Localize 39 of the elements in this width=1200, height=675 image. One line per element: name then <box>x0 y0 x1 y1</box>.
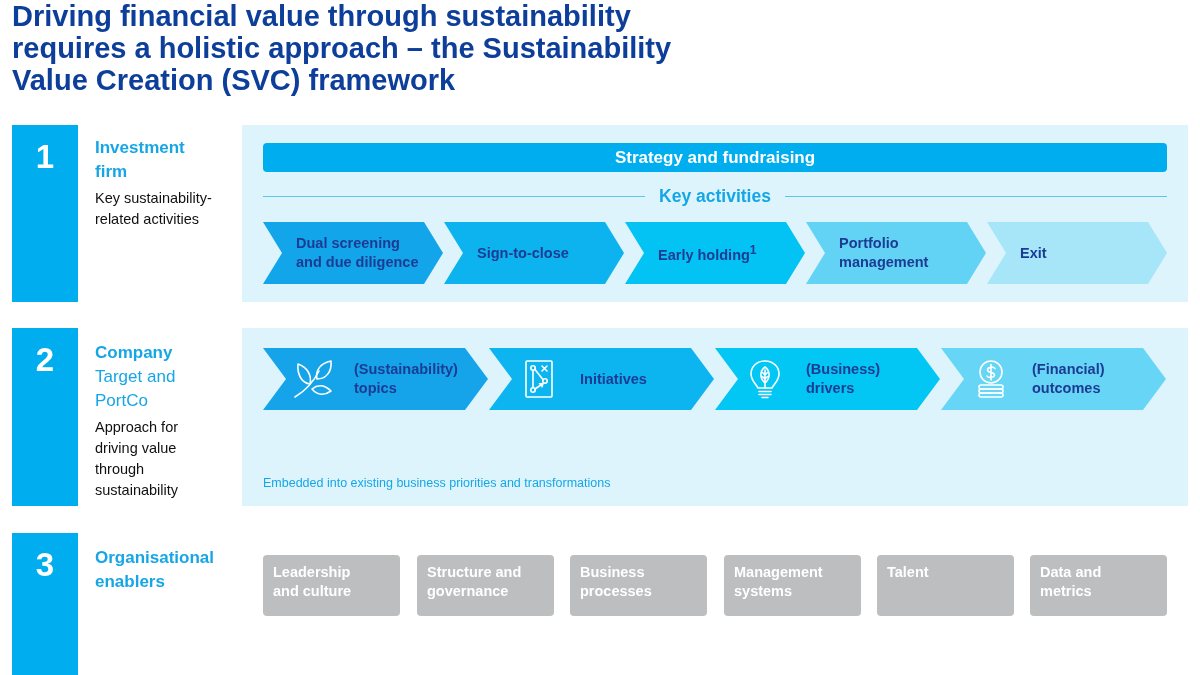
row-heading: Company <box>95 342 174 364</box>
step-label: Early holding$^{1}$ <box>658 242 758 265</box>
step-label: Portfolio management <box>839 234 930 272</box>
row-heading: Investment firm <box>95 137 186 183</box>
number-band: 2 <box>12 328 78 506</box>
step-label: Sign-to-close <box>477 243 570 263</box>
chevron-step <box>941 348 1166 410</box>
chevron-step <box>987 222 1167 284</box>
panel-note: Embedded into existing business priorities and transformations <box>263 475 611 492</box>
row-description: Key sustainability-related activities <box>95 189 213 229</box>
chevron-step <box>444 222 624 284</box>
step-label: (Business) drivers <box>806 360 882 398</box>
number-band: 3 <box>12 533 78 675</box>
chevron-step <box>263 222 443 284</box>
row-heading: Organisational enablers <box>95 547 216 593</box>
panel-background <box>242 125 1188 302</box>
step-label: Exit <box>1020 243 1048 263</box>
enabler-card: Data and metrics <box>1030 555 1167 616</box>
chevron-step <box>263 348 488 410</box>
row-description: Approach for driving value through sustainability <box>95 418 180 500</box>
chevron-step <box>625 222 805 284</box>
enabler-card: Structure and governance <box>417 555 554 616</box>
panel-background <box>242 328 1188 506</box>
number-band: 1 <box>12 125 78 302</box>
enabler-card: Business processes <box>570 555 707 616</box>
enabler-card: Management systems <box>724 555 861 616</box>
step-label: Initiatives <box>580 369 648 389</box>
step-label: Dual screening and due diligence <box>296 234 420 272</box>
enabler-card: Leadership and culture <box>263 555 400 616</box>
row-subheading: Target and PortCo <box>95 366 177 412</box>
step-label: (Financial) outcomes <box>1032 360 1106 398</box>
section-heading: Key activities <box>658 185 772 208</box>
title: Driving financial value through sustainability requires a holistic approach – the Sustainability Value Creation (SVC) framework <box>12 0 673 96</box>
chevron-step <box>715 348 940 410</box>
enabler-card: Talent <box>877 555 1014 616</box>
chevron-step <box>806 222 986 284</box>
step-label: (Sustainability) topics <box>354 360 459 398</box>
strategy-bar: Strategy and fundraising <box>263 143 1167 172</box>
chevron-step <box>489 348 714 410</box>
